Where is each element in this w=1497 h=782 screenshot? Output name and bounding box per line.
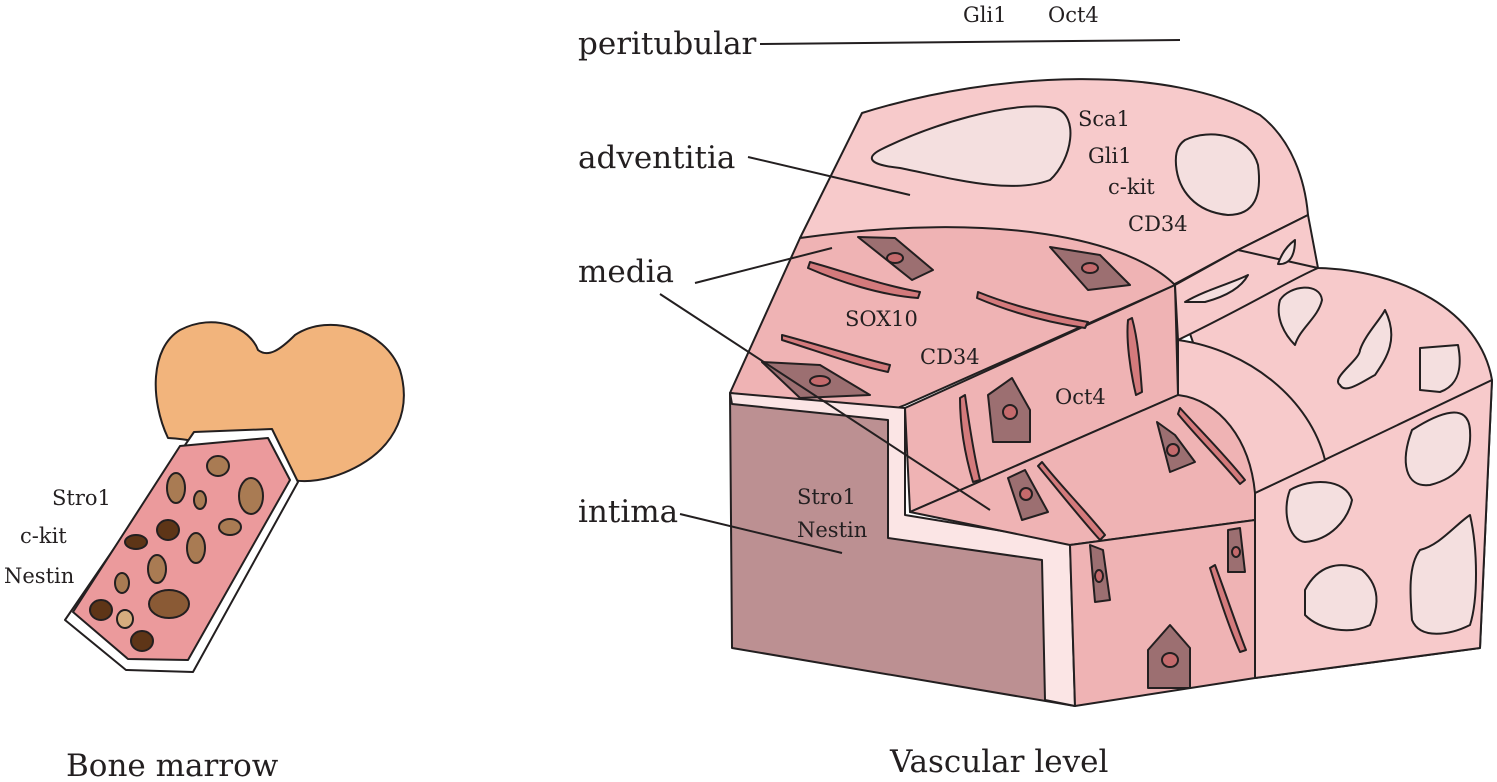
vacuole [1277, 239, 1296, 266]
bone-marker-stro1: Stro1 [52, 486, 111, 510]
labels: Stro1 c-kit Nestin Bone marrow peritubul… [4, 3, 1188, 782]
media-marker-sox10: SOX10 [845, 307, 918, 331]
vacuole [1419, 344, 1461, 393]
intima-marker-nestin: Nestin [797, 518, 867, 542]
bone-marrow-illustration [64, 321, 405, 673]
vascular-wall-illustration [729, 78, 1493, 707]
leader-lines [659, 39, 1181, 554]
marrow-cell [166, 472, 186, 504]
vacuole [1336, 309, 1393, 390]
marrow-cell [193, 490, 207, 510]
vascular-level-caption: Vascular level [889, 744, 1108, 780]
adventitia-marker-ckit: c-kit [1108, 175, 1155, 199]
media-cells [761, 236, 1247, 689]
bone-marrow-cavity [72, 437, 291, 661]
layer-label-media: media [578, 254, 674, 290]
media-leader [694, 247, 833, 284]
intima-marker-stro1: Stro1 [797, 485, 856, 509]
adventitia-leader [747, 156, 911, 196]
cell-nucleus [1231, 546, 1241, 558]
cell-nucleus [1094, 569, 1104, 583]
marrow-cell [89, 599, 113, 621]
fiber-cell [959, 394, 981, 483]
vacuole [870, 105, 1072, 187]
cell-nucleus [1081, 262, 1099, 274]
peritubular-marker-oct4: Oct4 [1048, 3, 1099, 27]
cell-nucleus [1002, 404, 1018, 420]
intima-leader [679, 513, 843, 554]
vacuole [1277, 286, 1323, 346]
layer-label-adventitia: adventitia [578, 140, 735, 176]
adventitia-marker-cd34: CD34 [1128, 212, 1188, 236]
fiber-cell [1209, 564, 1247, 653]
vacuole [1184, 274, 1249, 303]
fiber-cell [1177, 407, 1246, 485]
marrow-cell [206, 455, 230, 477]
vacuole [1304, 564, 1378, 632]
cell-nucleus [1166, 443, 1180, 457]
media-marker-oct4: Oct4 [1055, 385, 1106, 409]
vacuole [1404, 411, 1472, 487]
marrow-cell [124, 534, 148, 550]
media-marker-cd34: CD34 [920, 345, 980, 369]
peritubular-marker-gli1: Gli1 [963, 3, 1007, 27]
marrow-cell [238, 477, 264, 515]
media-curved-step [1177, 339, 1326, 494]
marrow-cell [147, 554, 167, 584]
marrow-cell [218, 518, 242, 536]
marrow-cell [186, 532, 206, 564]
adventitia-marker-sca1: Sca1 [1078, 107, 1130, 131]
fiber-cell [976, 291, 1089, 329]
media-to-intima-leader [659, 293, 991, 511]
vacuole [1285, 481, 1353, 543]
fiber-cell [781, 334, 891, 373]
bone-marrow-caption: Bone marrow [66, 748, 279, 782]
marrow-cell [156, 519, 180, 541]
marrow-cell [116, 609, 134, 629]
bone-marker-ckit: c-kit [20, 524, 67, 548]
fiber-cell [1126, 317, 1143, 396]
marrow-cells [89, 455, 264, 652]
media-layer-front [1069, 519, 1256, 707]
cell-nucleus [886, 252, 904, 264]
adventitia-inner-wedge [1174, 249, 1319, 341]
adventitia-marker-gli1: Gli1 [1088, 144, 1132, 168]
cell-nucleus [809, 375, 831, 387]
vacuole [1174, 133, 1260, 216]
marrow-cell [114, 572, 130, 594]
marrow-cell [148, 589, 190, 619]
adventitia-vacuoles [870, 105, 1477, 635]
bone-marker-nestin: Nestin [4, 564, 74, 588]
fiber-cell [807, 261, 921, 299]
internal-elastic-lamina [729, 392, 1076, 707]
fiber-cell [1037, 461, 1106, 541]
vacuole [1409, 514, 1477, 635]
layer-label-peritubular: peritubular [578, 26, 757, 62]
layer-label-intima: intima [578, 494, 678, 530]
peritubular-leader [759, 39, 1181, 45]
marrow-cell [130, 630, 154, 652]
cell-nucleus [1161, 652, 1179, 668]
cell-nucleus [1019, 487, 1033, 501]
